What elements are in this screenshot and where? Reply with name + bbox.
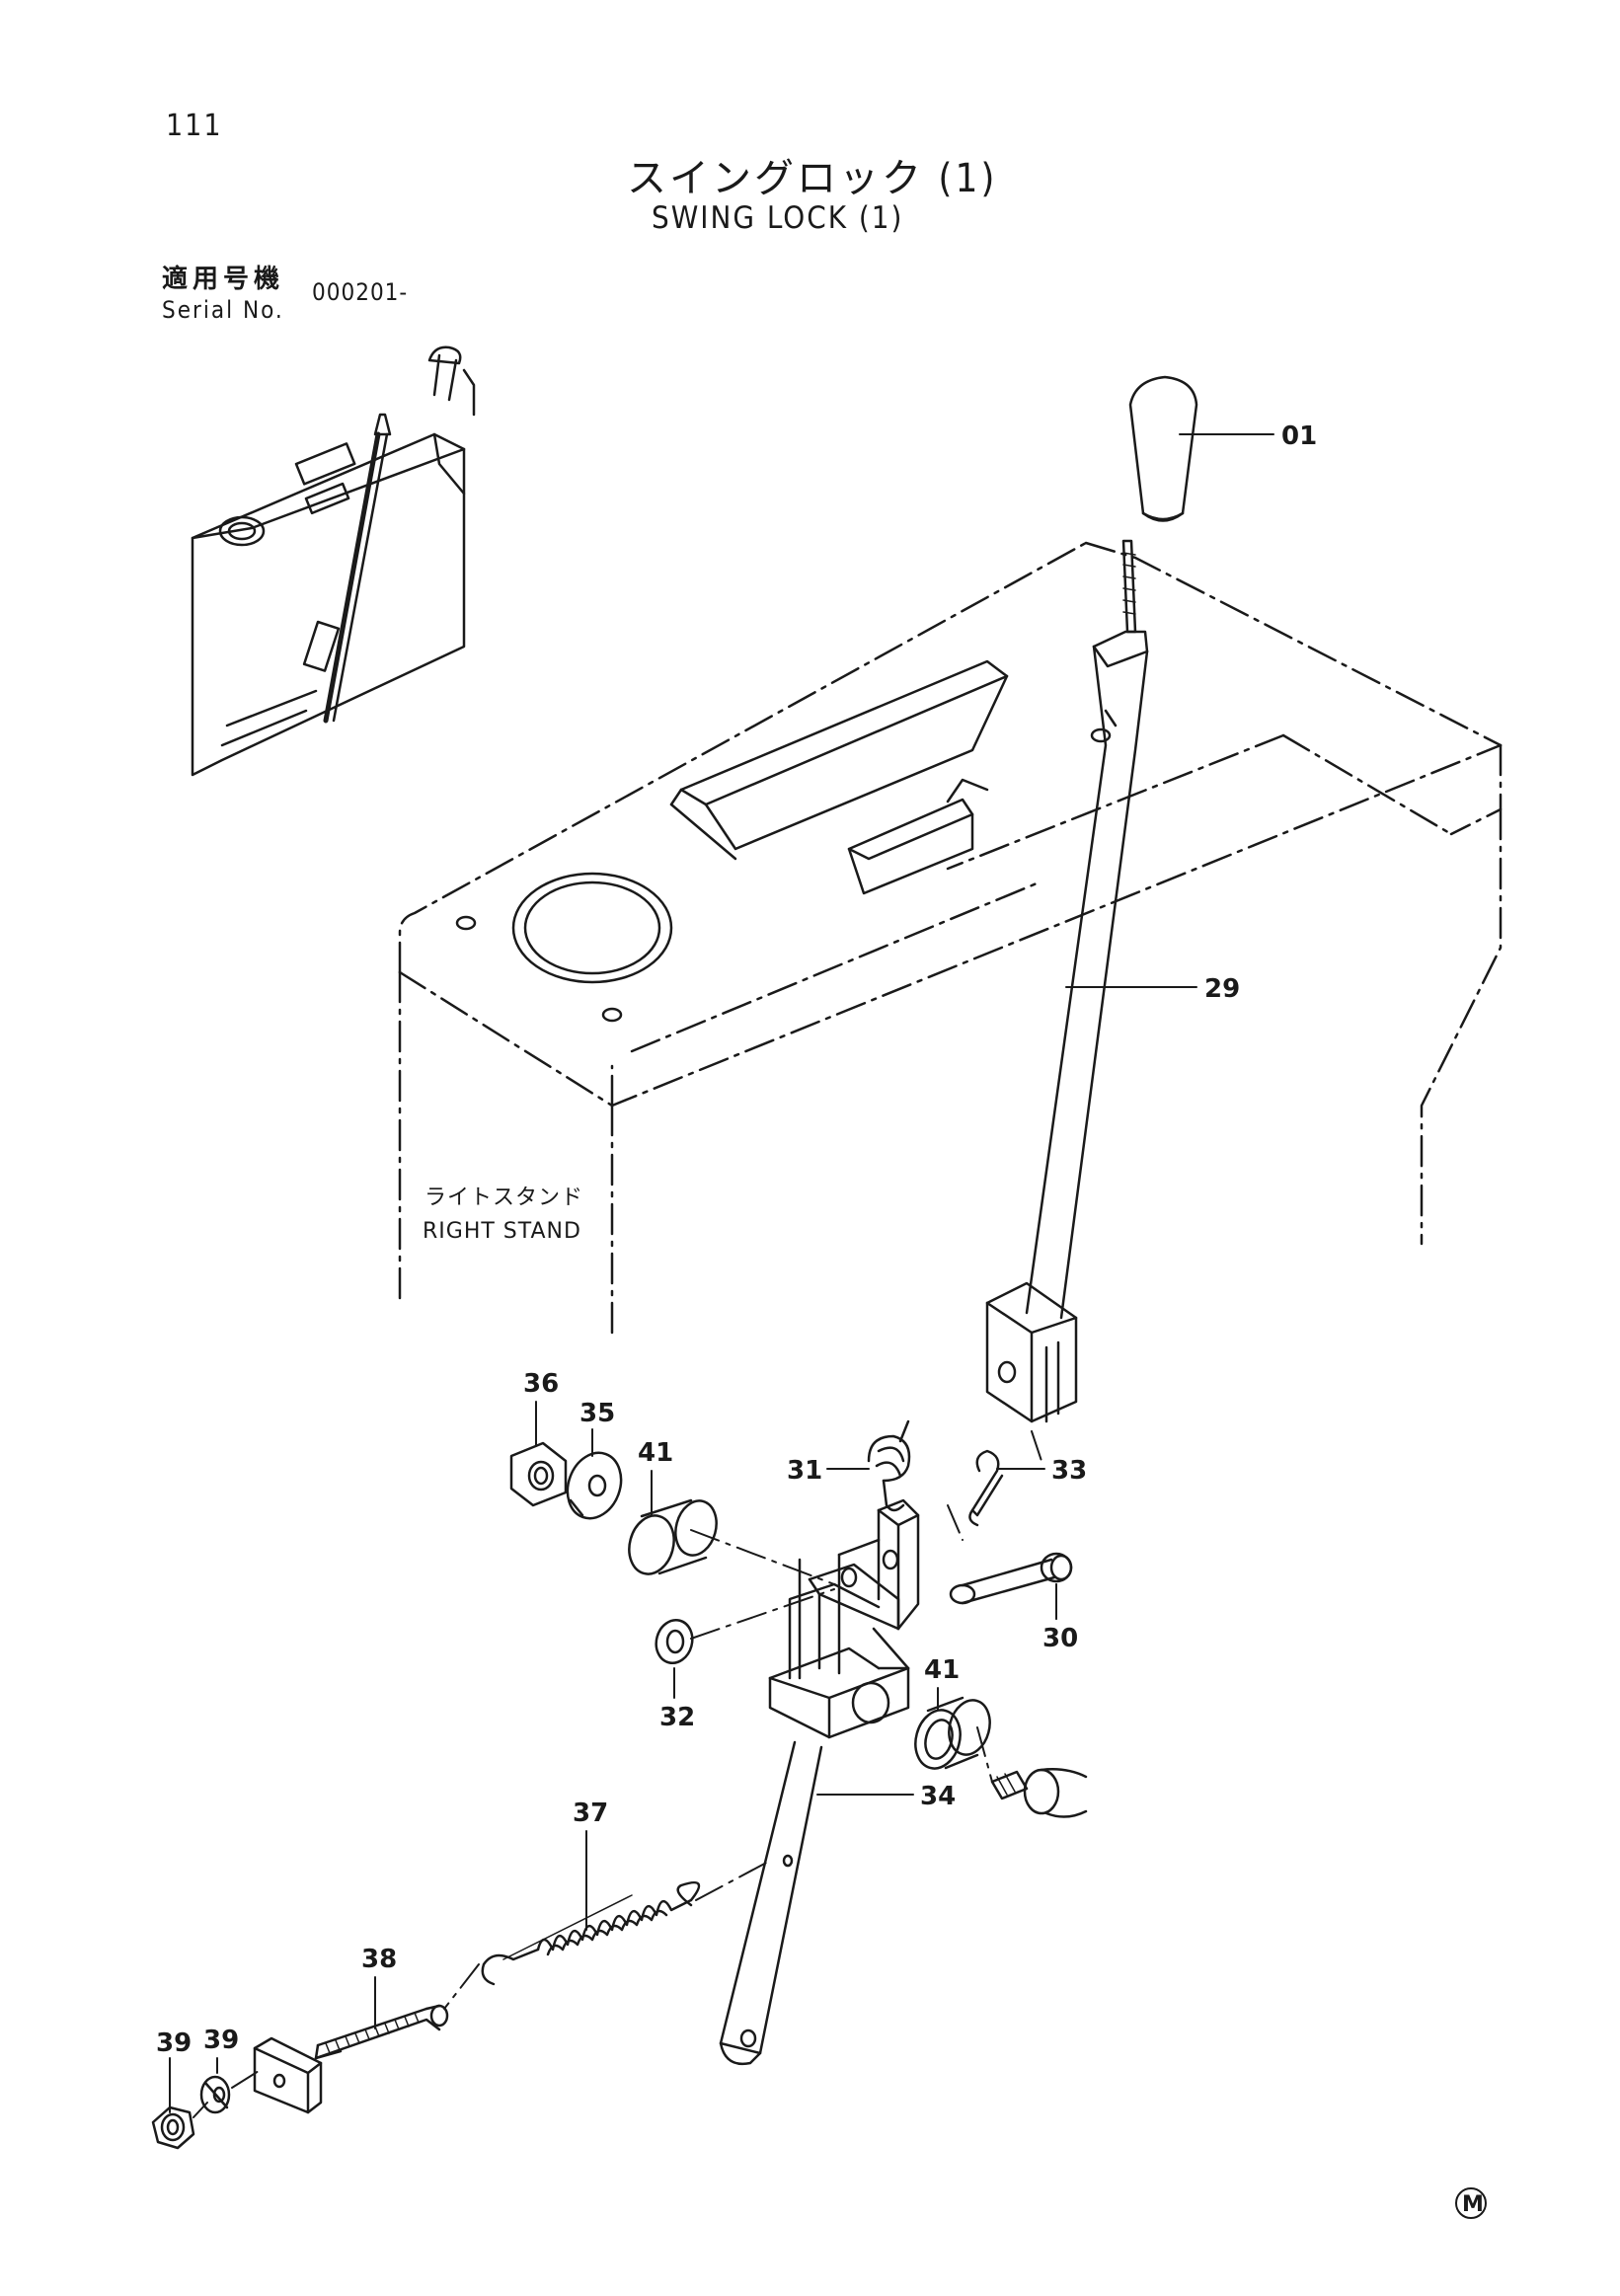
corner-mark-letter: M: [1462, 2192, 1484, 2217]
page-title-japanese: スイングロック (1): [627, 156, 998, 201]
assembly-alignment-lines: [193, 1430, 1042, 2118]
part-33-r-pin: [968, 1449, 1004, 1527]
page-number: 111: [166, 109, 223, 143]
circled-m-mark: M: [1455, 2187, 1487, 2219]
part-30-clevis-pin: [949, 1552, 1073, 1620]
right-stand-outline: [398, 541, 1503, 1339]
callout-41-upper: 41: [638, 1438, 673, 1468]
callout-leader-lines: [169, 433, 1274, 2113]
callout-29: 29: [1204, 974, 1240, 1004]
callout-39-washer: 39: [203, 2026, 239, 2055]
part-29-lever-rod: [985, 539, 1149, 1423]
callout-37: 37: [573, 1799, 608, 1828]
part-38-eye-bolt: [314, 2004, 449, 2060]
part-37-tension-spring: [481, 1880, 701, 1986]
part-32-washer: [655, 1618, 694, 1665]
callout-30: 30: [1042, 1624, 1078, 1653]
callout-39-nut: 39: [156, 2028, 192, 2058]
part-41-bushing-lower: [914, 1696, 991, 1770]
serial-number-value: 000201-: [312, 278, 409, 306]
callout-01: 01: [1281, 421, 1317, 451]
part-39-nut: [151, 2105, 195, 2150]
stand-label-english: RIGHT STAND: [423, 1219, 581, 1244]
callout-38: 38: [361, 1945, 397, 1974]
serial-label-english: Serial No.: [162, 296, 284, 324]
callout-31: 31: [787, 1456, 822, 1486]
overview-inset-illustration: [191, 345, 476, 777]
part-39-lock-washer: [199, 2075, 231, 2114]
callout-32: 32: [659, 1703, 695, 1732]
part-36-nut: [509, 1441, 568, 1507]
mounting-bolt-partial: [990, 1768, 1088, 1818]
callout-35: 35: [579, 1399, 615, 1428]
callout-34: 34: [920, 1782, 956, 1811]
callout-36: 36: [523, 1369, 559, 1399]
part-01-lever-knob: [1128, 375, 1198, 522]
part-35-washer: [566, 1451, 623, 1520]
page-title-english: SWING LOCK (1): [652, 200, 904, 236]
callout-33: 33: [1051, 1456, 1087, 1486]
part-31-spring-pin: [867, 1419, 911, 1512]
serial-label-japanese: 適用号機: [162, 265, 285, 294]
part-41-bushing-upper: [628, 1498, 718, 1575]
part-34-lock-lever-bracket: [719, 1498, 920, 2066]
stand-label-japanese: ライトスタンド: [424, 1186, 583, 1210]
mounting-plate: [253, 2036, 323, 2114]
callout-41-lower: 41: [924, 1655, 960, 1685]
